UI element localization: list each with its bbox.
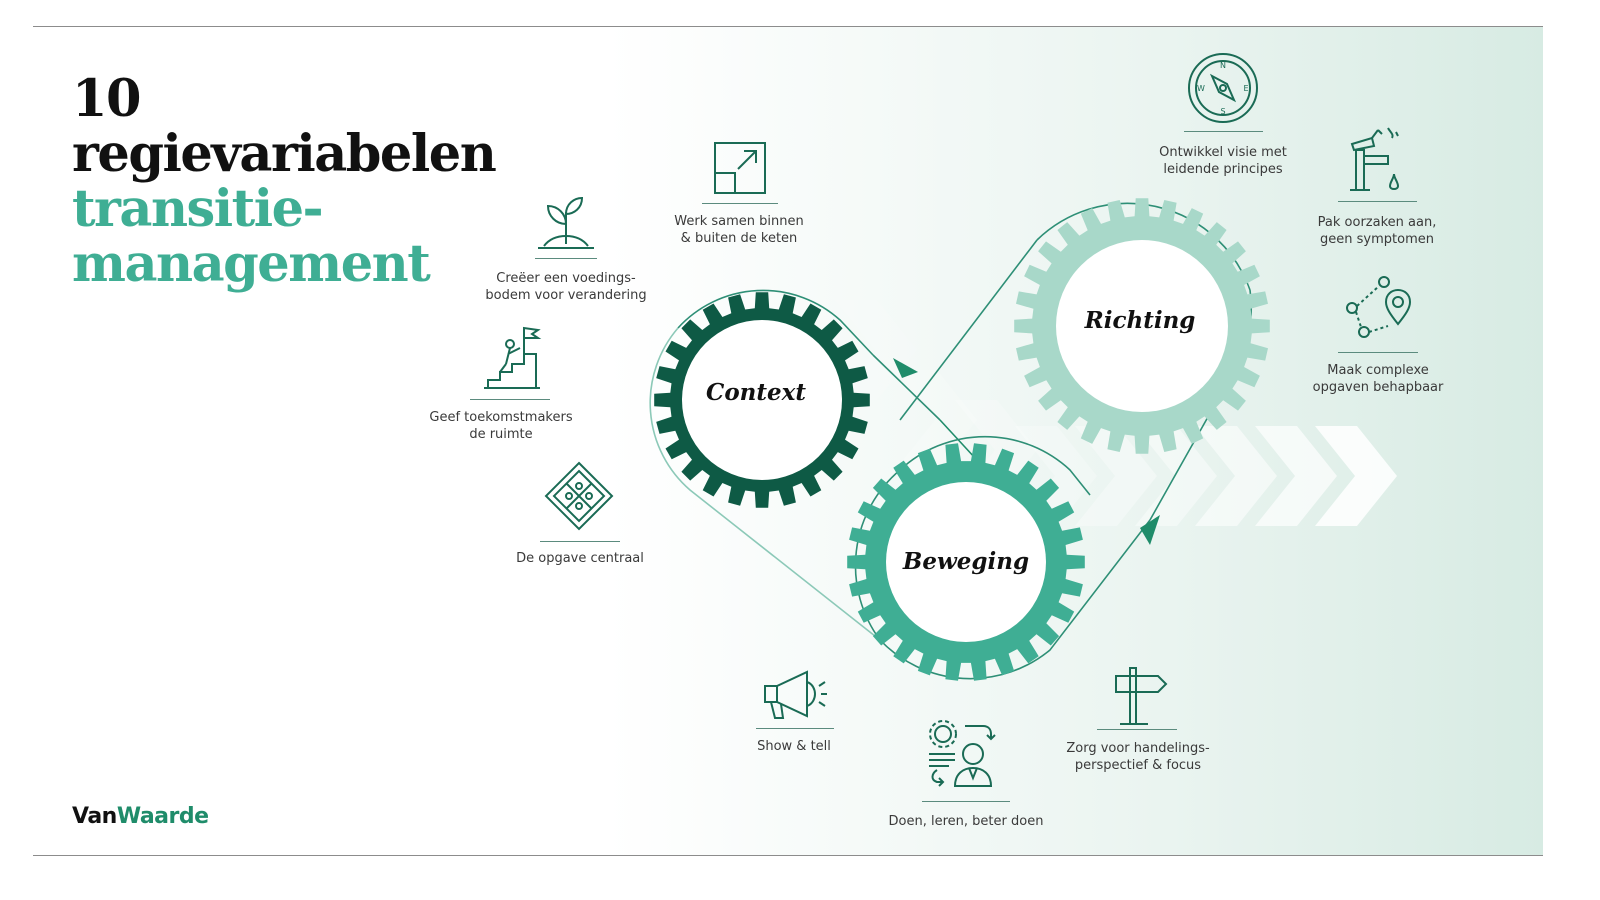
- item-oorzaken: Pak oorzaken aan, geen symptomen: [1317, 215, 1437, 247]
- rule-voedingsbodem: [535, 258, 597, 259]
- rule-handelings: [1097, 729, 1177, 730]
- faucet-icon: [1350, 127, 1400, 191]
- gear-label-richting: Richting: [1084, 307, 1196, 334]
- gear-label-beweging: Beweging: [902, 548, 1029, 575]
- expand-arrow-icon: [714, 142, 766, 194]
- rule-complexe: [1338, 352, 1418, 353]
- gear-context-hub: [682, 320, 842, 480]
- bottom-rule: [33, 855, 1543, 856]
- item-doen: Doen, leren, beter doen: [888, 814, 1044, 829]
- rule-doen: [922, 801, 1010, 802]
- arrowhead-2: [1140, 515, 1160, 545]
- rule-show: [756, 728, 834, 729]
- svg-text:N: N: [1220, 61, 1226, 70]
- chevron-arrows: [835, 300, 1397, 526]
- richting-gear: [1014, 198, 1270, 454]
- title-line-2: regievariabelen: [72, 124, 497, 184]
- context-gear: [654, 292, 870, 508]
- rule-oorzaken: [1338, 201, 1417, 202]
- route-map-icon: [1346, 276, 1412, 338]
- sprout-icon: [538, 196, 594, 249]
- title-line-4: management: [72, 234, 431, 294]
- item-toekomstmakers: Geef toekomstmakers de ruimte: [429, 410, 573, 442]
- item-visie: Ontwikkel visie met leidende principes: [1159, 145, 1287, 177]
- summit-flag-icon: [484, 326, 542, 389]
- item-opgave: De opgave centraal: [516, 551, 644, 566]
- item-handelings: Zorg voor handelings- perspectief & focu…: [1066, 741, 1210, 773]
- megaphone-icon: [764, 670, 827, 719]
- title-line-3: transitie-: [72, 179, 324, 239]
- svg-text:S: S: [1220, 107, 1225, 116]
- item-show: Show & tell: [757, 739, 831, 754]
- gear-richting-hub: [1056, 240, 1228, 412]
- rule-opgave: [540, 541, 620, 542]
- title-line-1: 10: [72, 69, 141, 129]
- top-rule: [33, 26, 1543, 27]
- item-samenwerken: Werk samen binnen & buiten de keten: [674, 214, 804, 246]
- rule-toekomstmakers: [470, 399, 550, 400]
- beweging-gear: [847, 443, 1085, 681]
- person-cycle-icon: [929, 720, 996, 787]
- svg-text:E: E: [1243, 84, 1248, 93]
- signpost-icon: [1115, 667, 1168, 725]
- compass-icon: N E S W: [1188, 53, 1258, 123]
- puzzle-diamond-icon: [544, 461, 614, 531]
- rule-samenwerken: [702, 203, 778, 204]
- arrowhead-1: [893, 358, 918, 378]
- item-voedingsbodem: Creëer een voedings- bodem voor verander…: [485, 271, 647, 303]
- svg-text:W: W: [1197, 84, 1205, 93]
- item-complexe: Maak complexe opgaven behapbaar: [1312, 363, 1444, 395]
- gear-beweging-hub: [886, 482, 1046, 642]
- rule-visie: [1184, 131, 1263, 132]
- vanwaarde-logo: VanWaarde: [72, 804, 209, 829]
- page-title: 10 regievariabelen transitie- management: [72, 69, 497, 294]
- gear-label-context: Context: [706, 379, 806, 406]
